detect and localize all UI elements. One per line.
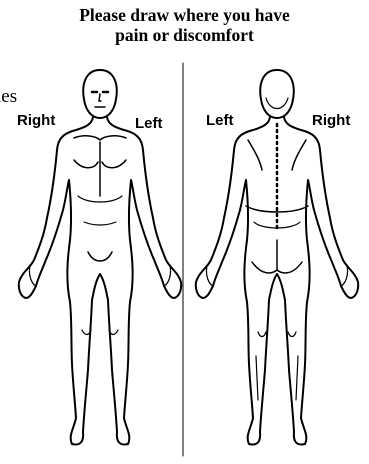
back-body-figure [196, 70, 358, 445]
front-body-figure [19, 70, 181, 445]
back-head [260, 70, 293, 118]
